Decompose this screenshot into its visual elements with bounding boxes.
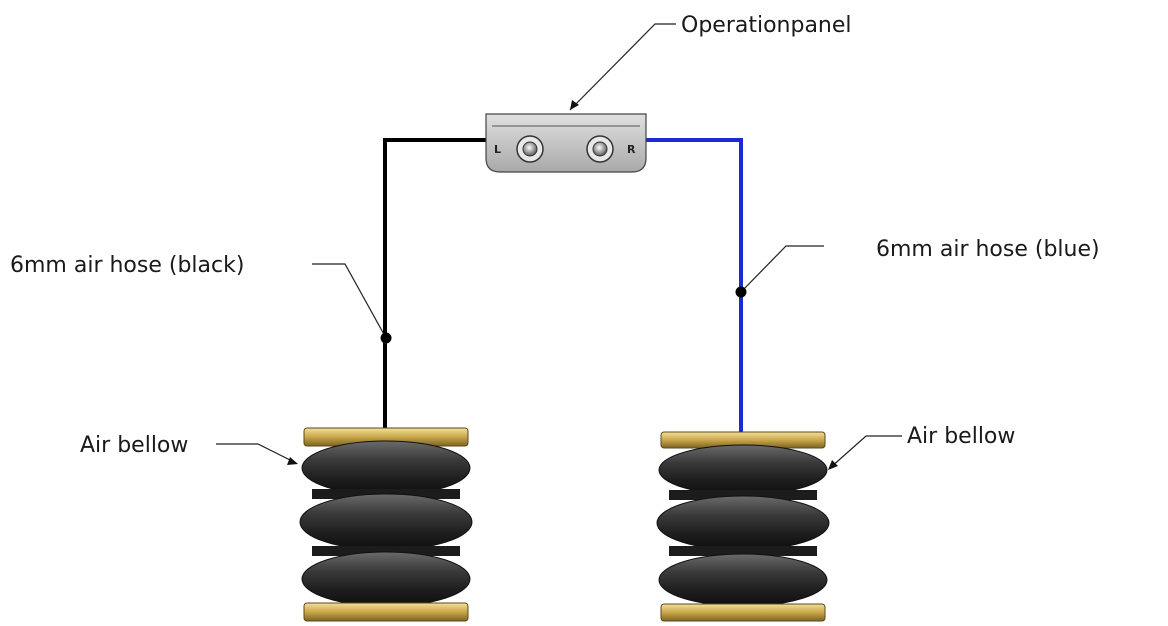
- bellow-right-label: Air bellow: [907, 424, 1015, 449]
- operationpanel-label: Operationpanel: [681, 13, 852, 38]
- blue-air-hose: [643, 138, 743, 434]
- hose-blue-label: 6mm air hose (blue): [876, 237, 1100, 262]
- hose-black-leader: [312, 263, 392, 344]
- operation-panel: L R: [485, 113, 647, 173]
- left-port-letter: L: [494, 143, 501, 156]
- operationpanel-leader: [569, 23, 676, 111]
- right-port-icon: [586, 135, 614, 163]
- bellow-left-leader: [216, 443, 298, 465]
- black-air-hose: [383, 138, 490, 430]
- left-air-bellow: [299, 427, 473, 622]
- right-port-letter: R: [627, 143, 636, 156]
- hose-black-label: 6mm air hose (black): [10, 253, 244, 278]
- bellow-left-label: Air bellow: [80, 433, 188, 458]
- left-port-icon: [516, 135, 544, 163]
- bellow-right-leader: [828, 435, 902, 470]
- right-air-bellow: [656, 431, 830, 622]
- hose-blue-leader: [735, 245, 824, 298]
